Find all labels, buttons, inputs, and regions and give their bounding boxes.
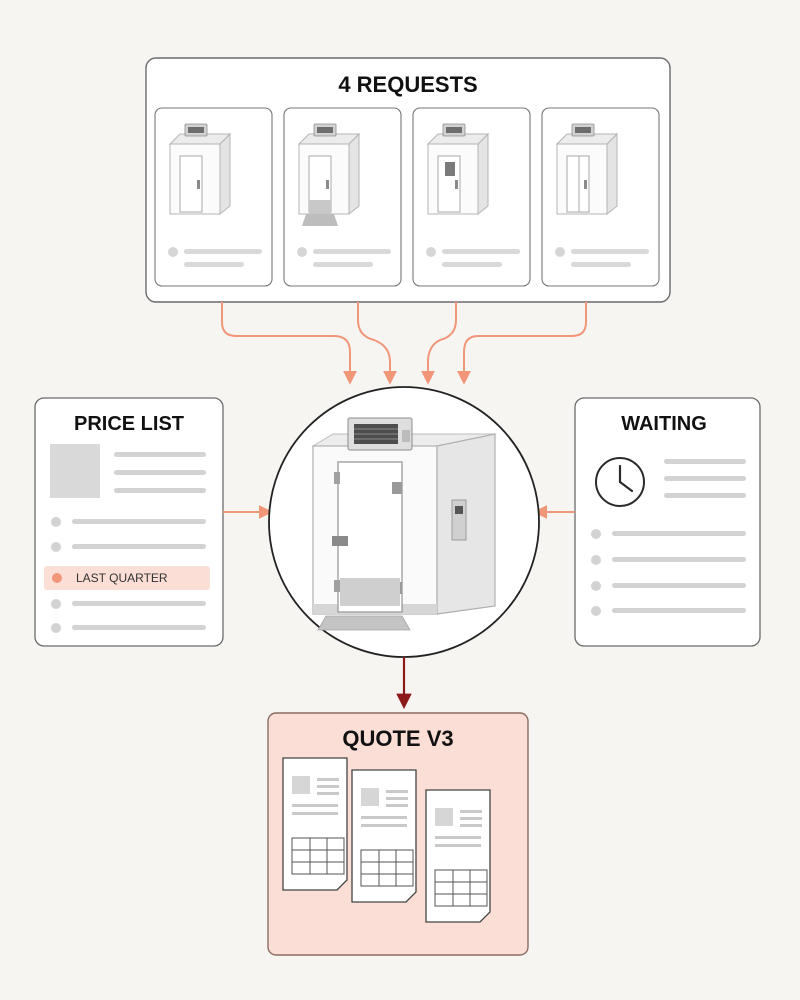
- arrow-request-2: [357, 302, 397, 385]
- arrow-request-1: [221, 302, 357, 385]
- request-arrows: [221, 302, 587, 385]
- quote-title: QUOTE V3: [342, 726, 453, 751]
- document-icon: [351, 769, 417, 903]
- arrow-request-3: [421, 302, 457, 385]
- center-cold-room: [268, 386, 540, 658]
- waiting-panel: WAITING: [574, 397, 761, 647]
- requests-frame: [145, 57, 671, 303]
- requests-panel: 4 REQUESTS: [145, 57, 671, 303]
- walk-in-cold-room-icon: [556, 123, 618, 215]
- request-card-3: [412, 107, 531, 287]
- quote-panel: QUOTE V3: [267, 712, 529, 956]
- price-list-panel: PRICE LIST LAST QUARTER: [34, 397, 224, 647]
- document-icon: [425, 789, 491, 923]
- document-icon: [282, 757, 348, 891]
- request-card-2: [283, 107, 402, 287]
- last-quarter-row: LAST QUARTER: [44, 566, 210, 590]
- clock-icon: [595, 457, 645, 507]
- price-list-title: PRICE LIST: [74, 413, 184, 435]
- price-list-image-placeholder: [50, 444, 100, 498]
- last-quarter-label: LAST QUARTER: [76, 571, 168, 585]
- request-card-4: [541, 107, 660, 287]
- walk-in-cold-room-icon: [169, 123, 231, 215]
- walk-in-cold-room-icon: [311, 417, 497, 631]
- waiting-title: WAITING: [621, 413, 707, 435]
- request-card-1: [154, 107, 273, 287]
- arrow-request-4: [457, 302, 587, 385]
- requests-title: 4 REQUESTS: [338, 72, 477, 97]
- walk-in-cold-room-icon: [427, 123, 489, 215]
